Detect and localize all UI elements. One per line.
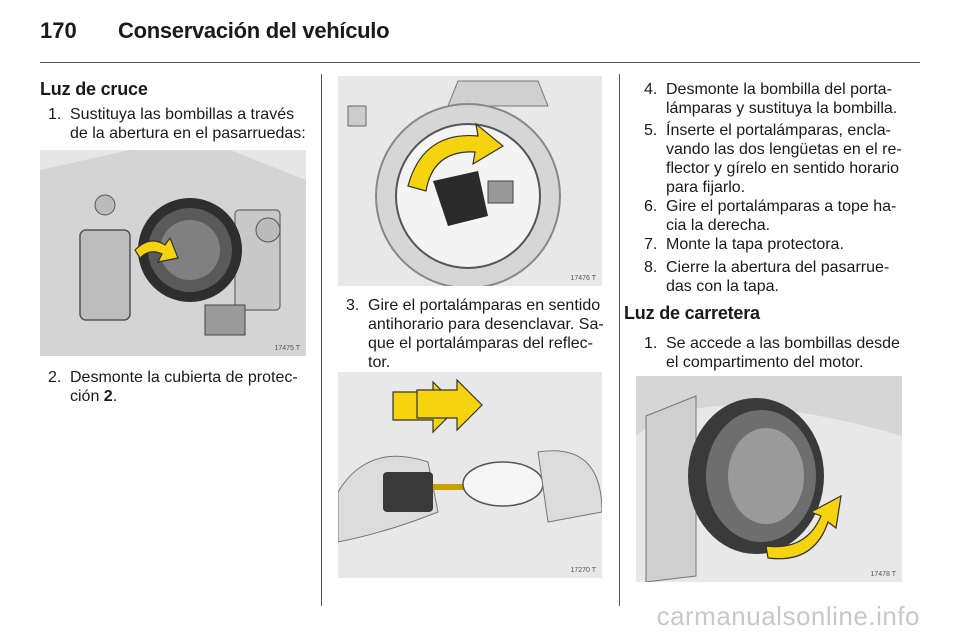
step-line: Desmonte la cubierta de protec- — [70, 369, 298, 386]
page-header: 170 Conservación del vehículo — [40, 18, 920, 60]
step-4: 4. Desmonte la bombilla del porta- lámpa… — [644, 80, 914, 120]
figure-code: 17478 T — [870, 571, 896, 578]
step-number: 1. — [644, 335, 658, 352]
step-text: Desmonte la bombilla del porta- lámparas… — [666, 80, 897, 118]
step-8: 8. Cierre la abertura del pasarrue- das … — [644, 258, 914, 298]
step-line: ción 2. — [70, 387, 298, 406]
page-number: 170 — [40, 18, 77, 43]
step-line: el compartimento del motor. — [666, 354, 864, 371]
step-number: 5. — [644, 122, 658, 139]
step-text: Cierre la abertura del pasarrue- das con… — [666, 258, 889, 296]
figure-illustration — [40, 150, 306, 356]
figure-illustration — [636, 376, 902, 582]
figure-wheel-arch-cover: 17475 T — [40, 150, 306, 356]
page-title: Conservación del vehículo — [118, 18, 390, 43]
step-1: 1. Sustituya las bombillas a través de l… — [48, 105, 310, 145]
step-6: 6. Gire el portalámparas a tope ha- cia … — [644, 197, 914, 237]
figure-code: 17476 T — [570, 275, 596, 282]
column-divider — [619, 74, 620, 606]
step-line: Desmonte la bombilla del porta- — [666, 81, 892, 98]
step-text: Se accede a las bombillas desde el compa… — [666, 334, 900, 372]
step-line: flector y gírelo en sentido horario — [666, 160, 900, 177]
step-number: 3. — [346, 297, 360, 314]
step-7: 7. Monte la tapa protectora. — [644, 235, 914, 255]
step-number: 8. — [644, 259, 658, 276]
step-line: das con la tapa. — [666, 278, 779, 295]
step-text: Sustituya las bombillas a través de la a… — [70, 105, 306, 143]
step-line: Se accede a las bombillas desde — [666, 335, 900, 352]
step-line: lámparas y sustituya la bombilla. — [666, 100, 898, 117]
figure-illustration — [338, 372, 602, 578]
step-number: 4. — [644, 81, 658, 98]
step-line: cia la derecha. — [666, 217, 771, 234]
step-number: 1. — [48, 106, 62, 123]
figure-illustration — [338, 76, 602, 286]
step-2: 2. Desmonte la cubierta de protec- ción … — [48, 368, 310, 408]
step-high-beam-1: 1. Se accede a las bombillas desde el co… — [644, 334, 914, 374]
figure-high-beam-cover: 17478 T — [636, 376, 902, 582]
figure-code: 17475 T — [274, 345, 300, 352]
part-number: 2 — [103, 388, 113, 405]
step-line: Sustituya las bombillas a través — [70, 106, 295, 123]
step-text: Monte la tapa protectora. — [666, 235, 844, 254]
step-text: Gire el portalámparas a tope ha- cia la … — [666, 197, 896, 235]
step-line: Ínserte el portalámparas, encla- — [666, 122, 891, 139]
watermark: carmanualsonline.info — [656, 601, 920, 631]
header-rule — [40, 62, 920, 63]
step-line: Gire el portalámparas en sentido — [368, 297, 601, 314]
step-number: 6. — [644, 198, 658, 215]
step-line: antihorario para desenclavar. Sa- — [368, 316, 604, 333]
step-text: Desmonte la cubierta de protec- ción 2. — [70, 368, 298, 406]
figure-code: 17270 T — [570, 567, 596, 574]
section-heading-high-beam: Luz de carretera — [624, 303, 760, 323]
figure-lamp-holder-rotate: 17476 T — [338, 76, 602, 286]
step-line: para fijarlo. — [666, 179, 746, 196]
step-3: 3. Gire el portalámparas en sentido anti… — [346, 296, 608, 374]
step-number: 7. — [644, 236, 658, 253]
step-text: Gire el portalámparas en sentido antihor… — [368, 296, 604, 372]
step-line: Gire el portalámparas a tope ha- — [666, 198, 897, 215]
step-line: Cierre la abertura del pasarrue- — [666, 259, 890, 276]
step-5: 5. Ínserte el portalámparas, encla- vand… — [644, 121, 914, 199]
step-line: tor. — [368, 354, 391, 371]
step-line-part: ción — [70, 388, 104, 405]
column-divider — [321, 74, 322, 606]
step-text: Ínserte el portalámparas, encla- vando l… — [666, 121, 902, 197]
step-line: de la abertura en el pasarruedas: — [70, 125, 306, 142]
figure-bulb-removal: 17270 T — [338, 372, 602, 578]
section-heading-low-beam: Luz de cruce — [40, 79, 148, 99]
step-line: que el portalámparas del reflec- — [368, 335, 594, 352]
step-line-part: . — [112, 388, 118, 405]
step-line: vando las dos lengüetas en el re- — [666, 141, 902, 158]
step-line: Monte la tapa protectora. — [666, 236, 844, 253]
step-number: 2. — [48, 369, 62, 386]
